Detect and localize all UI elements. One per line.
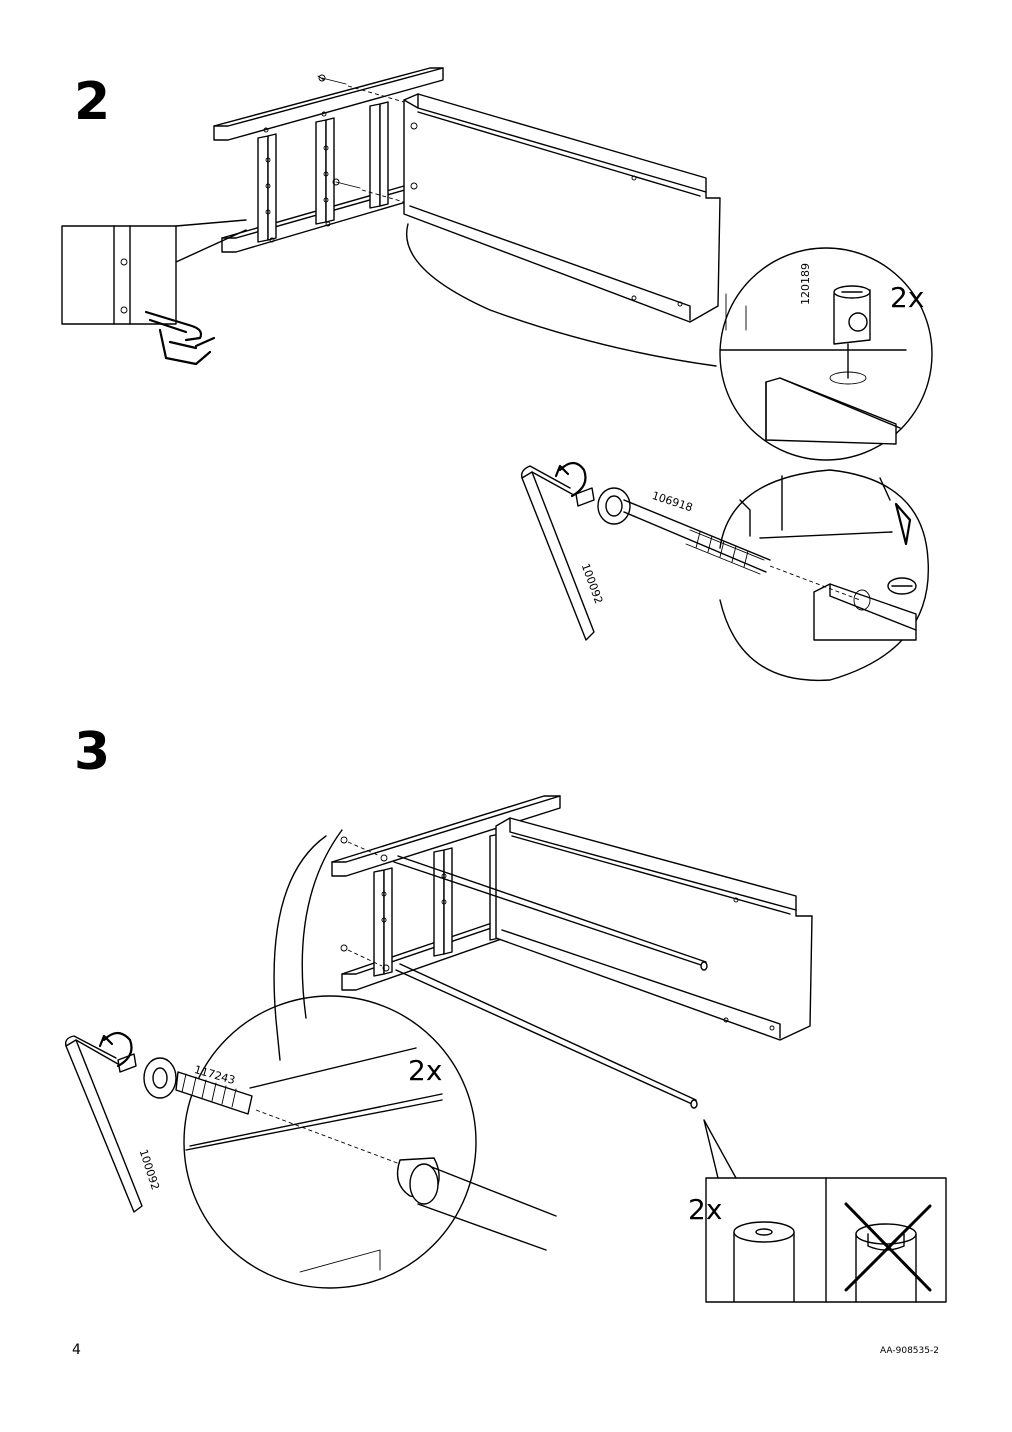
bolt-detail-circle [719,469,929,682]
bolt-key-step2 [520,461,771,641]
bolt-quantity-label: 2x [408,1054,443,1087]
rotate-arrow-icon [554,461,587,498]
side-frame-step2 [213,67,444,253]
rotate-arrow-icon-step3 [98,1031,133,1068]
cam-quantity-label: 2x [890,281,925,314]
step-2-number: 2 [74,72,111,132]
cam-lock-detail [406,223,933,461]
rod-bolt-detail-circle [183,829,557,1289]
bolt-key-step3 [64,1031,253,1213]
long-panel-step2 [403,93,721,323]
step-3-number: 3 [74,722,111,782]
cross-out-icon [844,1202,932,1292]
rod-end-detail-box [703,1119,947,1303]
part-number-cam: 120189 [799,263,812,305]
long-panel-step3 [495,817,813,1041]
hand-detail-box [61,219,247,366]
document-code: AA-908535-2 [880,1346,939,1356]
rod-quantity-label: 2x [688,1193,723,1226]
pointing-hand-icon [144,310,216,366]
rods-step3 [393,855,708,1109]
page-number: 4 [72,1342,81,1358]
